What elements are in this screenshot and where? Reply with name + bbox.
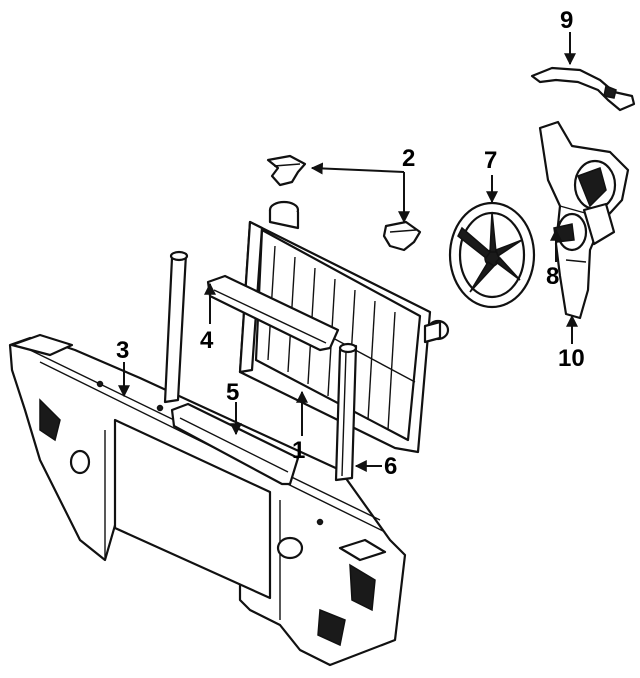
leader-2a bbox=[310, 162, 405, 175]
callout-7: 7 bbox=[484, 147, 497, 174]
side-seal-left bbox=[163, 250, 189, 404]
callout-9: 9 bbox=[560, 7, 573, 34]
callout-labels: 1 2 3 4 5 6 7 8 9 10 bbox=[116, 7, 585, 480]
callout-10: 10 bbox=[558, 345, 585, 372]
callout-3: 3 bbox=[116, 337, 129, 364]
side-seal-part-6 bbox=[334, 342, 358, 482]
clips-part-2 bbox=[266, 154, 422, 252]
callout-8: 8 bbox=[546, 263, 559, 290]
callout-6: 6 bbox=[384, 453, 397, 480]
fan-motor-part-8 bbox=[553, 202, 616, 252]
fan-part-7 bbox=[448, 201, 536, 309]
callout-5: 5 bbox=[226, 379, 239, 406]
radiator-support-part-3 bbox=[8, 333, 407, 667]
leader-lines bbox=[118, 32, 578, 472]
seal-part-5 bbox=[170, 402, 300, 486]
bracket-part-9 bbox=[530, 66, 636, 112]
callout-1: 1 bbox=[292, 437, 305, 464]
callout-4: 4 bbox=[200, 327, 214, 354]
callout-2: 2 bbox=[402, 145, 415, 172]
